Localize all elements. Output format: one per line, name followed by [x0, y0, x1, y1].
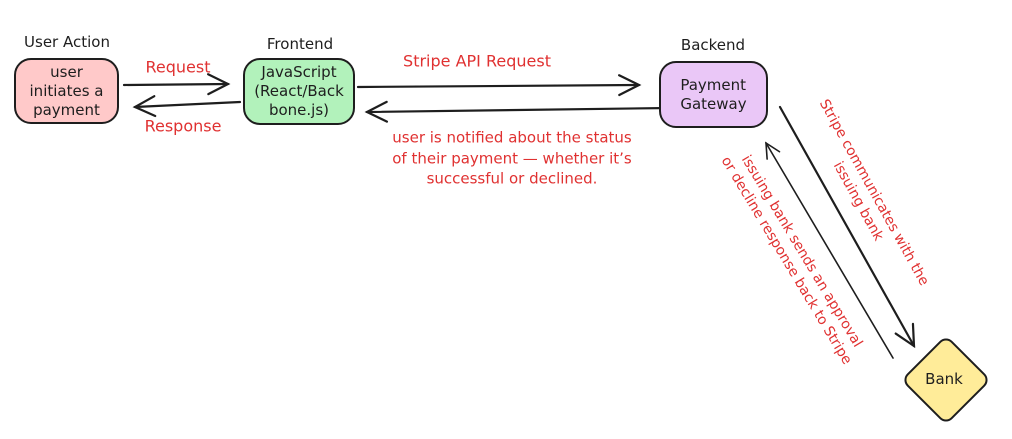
- frontend-node: JavaScript (React/Back bone.js): [243, 58, 355, 125]
- backend-node-text: Payment Gateway: [680, 75, 747, 113]
- payment-status-note: user is notified about the status of the…: [392, 128, 632, 188]
- response-arrow: [132, 95, 242, 118]
- gateway-to-bank-arrow: [778, 105, 916, 349]
- backend-group-label: Backend: [680, 36, 746, 54]
- user-action-node: user initiates a payment: [14, 58, 119, 124]
- user-action-node-text: user initiates a payment: [29, 62, 104, 119]
- response-edge-label: Response: [144, 116, 222, 136]
- backend-node: Payment Gateway: [659, 61, 768, 128]
- stripe-api-request-arrow: [356, 74, 642, 97]
- status-response-arrow: [364, 100, 672, 123]
- request-edge-label: Request: [145, 57, 211, 77]
- bank-node-label: Bank: [925, 370, 963, 388]
- stripe-api-request-edge-label: Stripe API Request: [403, 51, 551, 71]
- bank-to-gateway-arrow: [765, 141, 894, 359]
- frontend-group-label: Frontend: [266, 35, 334, 53]
- request-arrow: [122, 73, 231, 96]
- frontend-node-text: JavaScript (React/Back bone.js): [254, 63, 344, 119]
- user-action-group-label: User Action: [24, 33, 110, 51]
